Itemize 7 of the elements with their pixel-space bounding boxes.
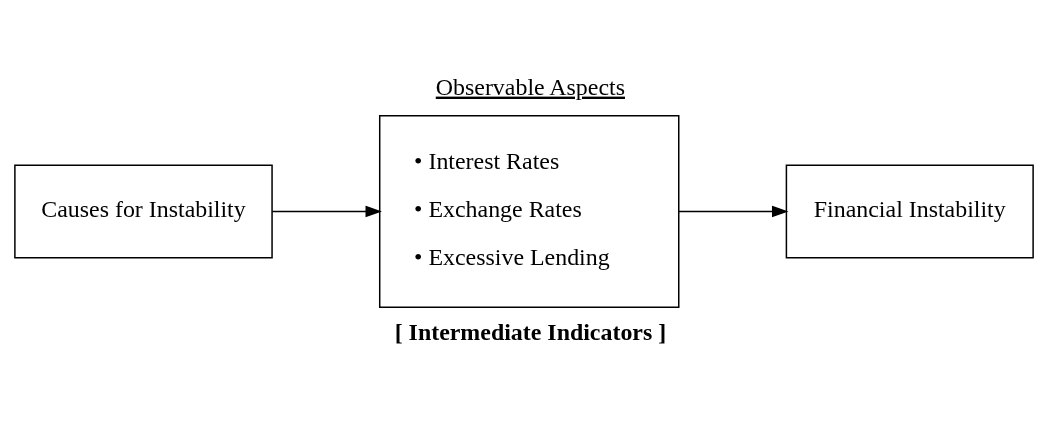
node-box: Financial Instability	[785, 164, 1034, 259]
node-label: Observable Aspects	[435, 73, 625, 100]
node-box: Causes for Instability	[14, 164, 273, 259]
node-box: • Interest Rates • Exchange Rates • Excessive Lending	[378, 115, 680, 308]
node-label: [ Intermediate Indicators ]	[394, 318, 667, 345]
arrow	[678, 205, 789, 218]
arrow	[271, 205, 382, 218]
